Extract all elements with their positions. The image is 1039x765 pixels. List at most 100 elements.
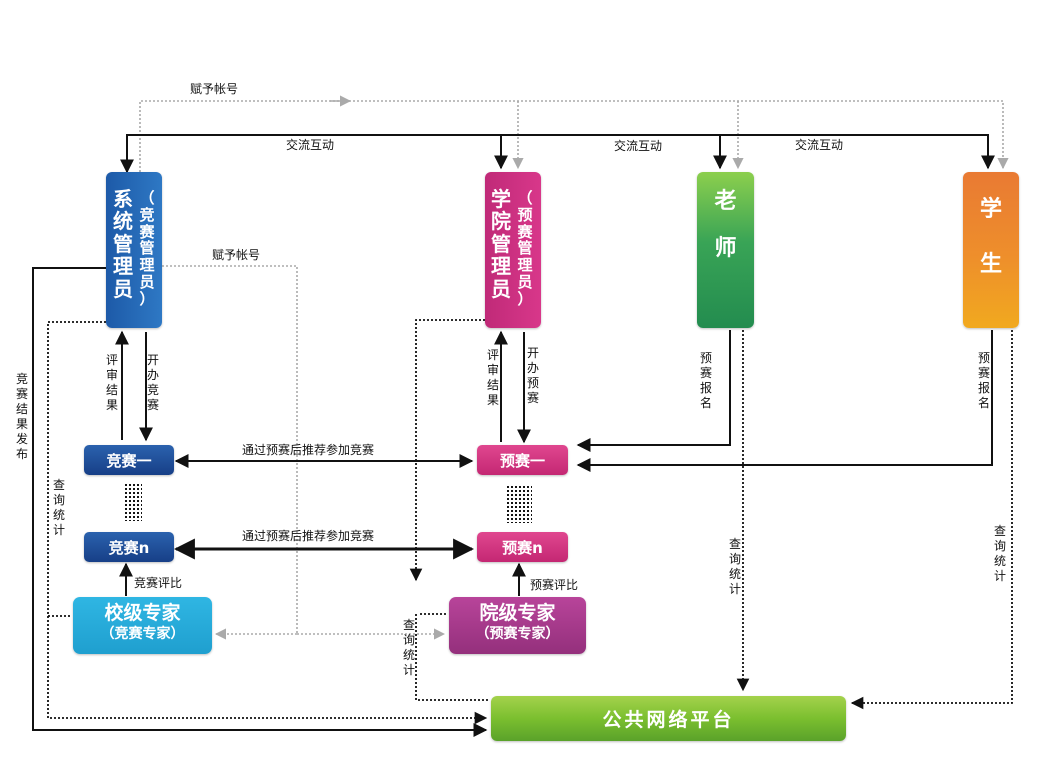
- college-admin-main-char: 理: [491, 254, 511, 279]
- prelim-signup-student-label-char: 赛: [977, 366, 990, 380]
- exchange-label-1: 交流互动: [286, 138, 335, 152]
- open-contest-label-char: 竞: [146, 383, 159, 397]
- prelim-signup-teacher-label: 预赛报名: [699, 351, 713, 411]
- prelim-signup-student-label: 预赛报名: [977, 351, 991, 411]
- prelim-signup-teacher-label-char: 赛: [699, 366, 712, 380]
- open-contest-label: 开办竞赛: [146, 353, 160, 413]
- query-stats-left-label-char: 询: [52, 493, 65, 507]
- result-publish-label-char: 赛: [15, 387, 28, 401]
- exchange-line: [120, 134, 995, 174]
- result-publish-label-char: 结: [15, 402, 28, 416]
- review-result-left-label-char: 审: [105, 368, 118, 382]
- college-admin-main-char: 学: [491, 187, 511, 211]
- result-publish-line: [32, 267, 488, 737]
- system-admin-sub-char: 赛: [139, 222, 155, 241]
- query-stats-mid-label-char: 计: [402, 663, 415, 677]
- prelim-signup-teacher-label-char: 报: [699, 381, 712, 395]
- student-char: 生: [979, 251, 1002, 277]
- college-expert-subtitle: （预赛专家）: [475, 625, 560, 642]
- student-node: 学生: [963, 172, 1019, 328]
- result-publish-label-char: 发: [15, 432, 28, 446]
- query-stats-teacher-label-char: 统: [728, 567, 741, 581]
- college-admin-main-char: 院: [491, 209, 511, 234]
- grant-account-top-label: 赋予帐号: [190, 82, 239, 96]
- open-prelim-label-char: 预: [526, 376, 539, 390]
- system-admin-sub-char: 管: [139, 239, 155, 258]
- recommend-label-n: 通过预赛后推荐参加竞赛: [242, 529, 375, 543]
- review-result-right-label-char: 审: [486, 363, 499, 377]
- open-prelim-label-char: 赛: [526, 391, 539, 405]
- prelim-signup-student-label-char: 报: [977, 381, 990, 395]
- system-admin-main-char: 理: [113, 254, 133, 279]
- review-result-left-label-char: 评: [105, 353, 118, 367]
- contest-one-node: 竞赛一: [84, 445, 174, 475]
- teacher-char: 老: [714, 189, 737, 214]
- query-stats-student-label-char: 询: [993, 539, 1006, 553]
- college-admin-sub-char: 预: [517, 205, 533, 224]
- system-admin-sub-label: （竞赛管理员）: [137, 190, 157, 308]
- open-prelim-label: 开办预赛: [526, 346, 540, 406]
- review-result-right-label-char: 结: [486, 378, 499, 392]
- query-stats-student-label: 查询统计: [993, 524, 1007, 584]
- exchange-label-3: 交流互动: [795, 138, 844, 152]
- query-mid-to-platform: [415, 614, 490, 701]
- system-admin-sub-char: 员: [139, 272, 155, 291]
- college-admin-sub-char: （: [517, 189, 533, 207]
- review-result-left-label-char: 果: [105, 398, 118, 412]
- prelim-ellipsis: [506, 485, 532, 523]
- school-expert-node: 校级专家 （竞赛专家）: [73, 597, 212, 654]
- teacher-node: 老师: [697, 172, 754, 328]
- system-admin-sub-char: 竞: [139, 205, 155, 224]
- system-admin-sub-char: ）: [139, 289, 155, 308]
- prelim-one-node: 预赛一: [477, 445, 568, 475]
- result-publish-label-char: 布: [15, 447, 28, 461]
- query-stats-mid-label-char: 询: [402, 633, 415, 647]
- result-publish-label-char: 果: [15, 417, 28, 431]
- query-stats-mid-label: 查询统计: [402, 618, 416, 678]
- prelim-signup-teacher-label-char: 名: [699, 396, 712, 410]
- college-admin-sub-char: 赛: [517, 222, 533, 241]
- prelim-signup-student-label-char: 名: [977, 396, 990, 410]
- student-label: 学生: [963, 197, 1019, 277]
- query-stats-mid-label-char: 统: [402, 648, 415, 662]
- system-admin-main-char: 管: [113, 231, 133, 256]
- college-admin-sub-char: 员: [517, 272, 533, 291]
- system-admin-main-char: 统: [113, 209, 133, 234]
- student-signup-line: [576, 330, 993, 472]
- student-char: 学: [979, 197, 1002, 222]
- review-result-right-label-char: 评: [486, 348, 499, 362]
- grant-account-top-line: [139, 100, 1009, 172]
- public-platform-node: 公共网络平台: [491, 696, 846, 741]
- recommend-label-1: 通过预赛后推荐参加竞赛: [242, 443, 375, 457]
- query-stats-teacher-label-char: 计: [728, 582, 741, 596]
- exchange-label-2: 交流互动: [614, 139, 663, 153]
- college-admin-sub-char: 理: [517, 256, 533, 275]
- prelim-review-label: 预赛评比: [530, 578, 579, 592]
- query-stats-teacher-label-char: 询: [728, 552, 741, 566]
- query-student-line: [850, 330, 1013, 710]
- contest-review-label: 竞赛评比: [134, 576, 183, 590]
- query-stats-left-label-char: 统: [52, 508, 65, 522]
- college-expert-title: 院级专家: [479, 602, 556, 624]
- review-result-right-label-char: 果: [486, 393, 499, 407]
- prelim-signup-student-label-char: 预: [977, 351, 990, 365]
- college-admin-sub-char: ）: [517, 289, 533, 308]
- query-stats-teacher-label-char: 查: [728, 537, 741, 551]
- query-stats-student-label-char: 统: [993, 554, 1006, 568]
- prelim-signup-teacher-label-char: 预: [699, 351, 712, 365]
- contest-n-node: 竞赛n: [84, 532, 174, 562]
- review-result-left-label: 评审结果: [105, 353, 119, 413]
- teacher-signup-line: [576, 330, 731, 452]
- system-admin-sub-char: 理: [139, 256, 155, 275]
- query-stats-left-label-char: 计: [52, 523, 65, 537]
- system-admin-main-char: 系: [113, 187, 133, 211]
- open-prelim-label-char: 开: [526, 346, 539, 360]
- college-admin-main-char: 管: [491, 231, 511, 256]
- system-admin-sub-char: （: [139, 189, 155, 207]
- teacher-char: 师: [714, 235, 737, 261]
- college-admin-main-char: 员: [491, 276, 511, 301]
- result-publish-label-char: 竞: [15, 372, 28, 386]
- system-admin-node: 系统管理员 （竞赛管理员）: [106, 172, 162, 328]
- school-expert-title: 校级专家: [104, 602, 181, 624]
